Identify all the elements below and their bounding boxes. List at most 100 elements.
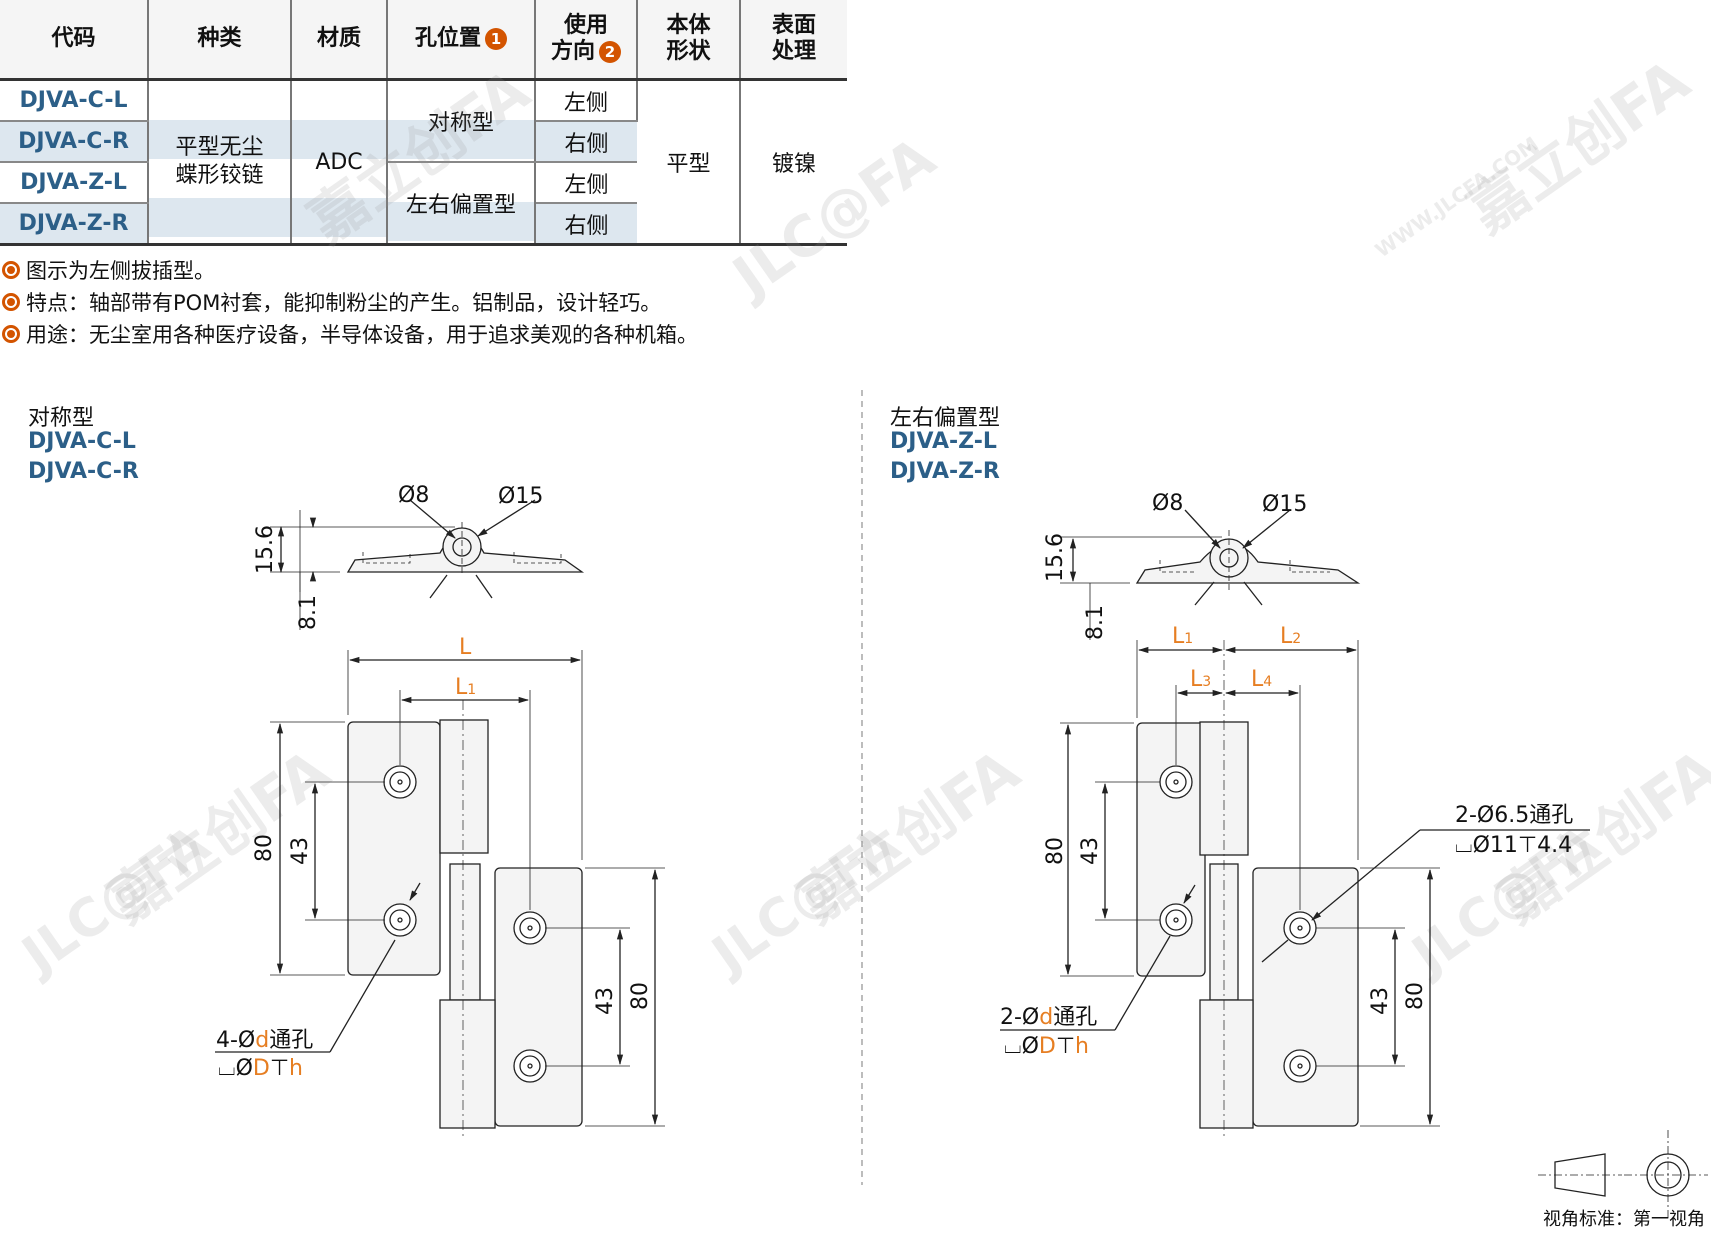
dim-L3: L3 xyxy=(1190,667,1211,692)
cell-material: ADC xyxy=(291,79,388,246)
dim-L2-sub: 2 xyxy=(1292,631,1301,647)
dim-L4: L4 xyxy=(1251,667,1272,692)
left-section-code1: DJVA-C-L xyxy=(28,429,136,454)
dim-L: L xyxy=(459,635,472,660)
dim-80-left-b: 80 xyxy=(628,982,653,1010)
badge-2: 2 xyxy=(599,41,621,63)
cb-left-h: h xyxy=(289,1056,303,1081)
dim-L2: L2 xyxy=(1280,624,1301,649)
note-item: 特点：轴部带有POM衬套，能抑制粉尘的产生。铝制品，设计轻巧。 xyxy=(2,288,661,316)
cb-right-sym: ⌴Ø xyxy=(1004,1034,1039,1059)
cb-left-D: D xyxy=(253,1056,270,1081)
hole-right-d: d xyxy=(1039,1005,1053,1030)
projection-symbol-icon xyxy=(1538,1130,1708,1220)
bullet-icon xyxy=(2,325,20,343)
header-surface-l1: 表面 xyxy=(771,13,816,38)
note-item: 用途：无尘室用各种医疗设备，半导体设备，用于追求美观的各种机箱。 xyxy=(2,320,698,348)
note-text: 特点：轴部带有POM衬套，能抑制粉尘的产生。铝制品，设计轻巧。 xyxy=(26,291,662,315)
cb-right-h: h xyxy=(1075,1034,1089,1059)
left-section-title: 对称型 xyxy=(28,406,95,431)
dim-L2-main: L xyxy=(1280,624,1293,649)
cell-code: DJVA-C-R xyxy=(0,121,149,163)
cell-code: DJVA-Z-R xyxy=(0,203,149,246)
header-body-l2: 形状 xyxy=(666,39,711,64)
counterbore-right: ⌴ØD⊤h xyxy=(1004,1034,1089,1059)
table-row: DJVA-C-R 右侧 xyxy=(0,121,847,163)
hole-callout-right: 2-Ød通孔 xyxy=(1000,1005,1097,1030)
dim-L4-main: L xyxy=(1251,667,1264,692)
cell-body-shape: 平型 xyxy=(637,79,741,246)
header-direction-l1: 使用 xyxy=(563,13,608,38)
dim-L4-sub: 4 xyxy=(1263,674,1272,690)
right-section-code2: DJVA-Z-R xyxy=(890,459,1000,484)
fixed-counterbore-callout: ⌴Ø11⊤4.4 xyxy=(1455,833,1572,858)
table-row: DJVA-Z-L 左右偏置型 左侧 xyxy=(0,162,847,246)
dim-80-left-a: 80 xyxy=(252,834,277,862)
cell-code: DJVA-C-L xyxy=(0,79,149,122)
dim-L1-left-sub: 1 xyxy=(467,682,476,698)
right-section-title: 左右偏置型 xyxy=(890,406,1001,431)
header-material: 材质 xyxy=(291,0,388,81)
right-top-view xyxy=(1060,509,1361,640)
dim-dia8-left: Ø8 xyxy=(398,483,429,508)
hole-right-prefix: 2-Ø xyxy=(1000,1005,1039,1030)
dim-80-right-a: 80 xyxy=(1043,837,1068,865)
header-hole-position-text: 孔位置 xyxy=(414,26,481,51)
cell-direction: 左侧 xyxy=(535,162,637,204)
left-section-code2: DJVA-C-R xyxy=(28,459,139,484)
hole-callout-left: 4-Ød通孔 xyxy=(216,1028,313,1053)
dim-80-right-b: 80 xyxy=(1403,982,1428,1010)
header-body-l1: 本体 xyxy=(666,13,711,38)
hole-left-d: d xyxy=(255,1028,269,1053)
left-front-view xyxy=(215,650,665,1140)
dim-43-right-a: 43 xyxy=(1078,837,1103,865)
hole-right-suffix: 通孔 xyxy=(1053,1005,1097,1030)
cell-direction: 左侧 xyxy=(535,79,638,122)
cell-direction: 右侧 xyxy=(535,203,637,246)
bullet-icon xyxy=(2,293,20,311)
dim-dia15-left: Ø15 xyxy=(498,484,543,509)
hole-left-suffix: 通孔 xyxy=(269,1028,313,1053)
dim-L1-left: L1 xyxy=(455,675,476,700)
note-item: 图示为左侧拔插型。 xyxy=(2,256,215,284)
counterbore-left: ⌴ØD⊤h xyxy=(218,1056,303,1081)
note-text: 用途：无尘室用各种医疗设备，半导体设备，用于追求美观的各种机箱。 xyxy=(26,323,698,347)
dim-L3-sub: 3 xyxy=(1202,674,1211,690)
cell-type: 平型无尘蝶形铰链 xyxy=(148,79,292,246)
header-code: 代码 xyxy=(0,0,149,81)
header-type: 种类 xyxy=(148,0,292,81)
dim-43-left-b: 43 xyxy=(593,987,618,1015)
header-surface-l2: 处理 xyxy=(771,39,816,64)
dim-L1-right-sub: 1 xyxy=(1184,631,1193,647)
cell-hole-symmetric: 对称型 xyxy=(387,79,536,163)
bullet-icon xyxy=(2,261,20,279)
left-top-view xyxy=(270,499,585,630)
note-text: 图示为左侧拔插型。 xyxy=(26,259,215,283)
right-front-view xyxy=(1000,640,1590,1140)
dim-L1-right-main: L xyxy=(1172,624,1185,649)
cell-direction: 右侧 xyxy=(535,121,637,163)
dim-h156-left: 15.6 xyxy=(253,525,278,574)
header-direction-l2: 方向 xyxy=(550,39,595,64)
dim-h156-right: 15.6 xyxy=(1043,533,1068,582)
cell-hole-offset: 左右偏置型 xyxy=(387,162,536,246)
cb-left-sym: ⌴Ø xyxy=(218,1056,253,1081)
cb-right-D: D xyxy=(1039,1034,1056,1059)
dim-h81-right: 8.1 xyxy=(1083,605,1108,640)
hole-symmetric-text: 对称型 xyxy=(427,111,494,136)
type-line2: 蝶形铰链 xyxy=(175,163,264,188)
projection-label: 视角标准：第一视角 xyxy=(1543,1209,1705,1230)
dim-L3-main: L xyxy=(1190,667,1203,692)
header-surface: 表面处理 xyxy=(740,0,847,81)
dim-L1-right: L1 xyxy=(1172,624,1193,649)
fixed-hole-callout: 2-Ø6.5通孔 xyxy=(1455,803,1573,828)
dim-dia8-right: Ø8 xyxy=(1152,491,1183,516)
cb-left-depth: ⊤ xyxy=(270,1056,289,1081)
cell-surface: 镀镍 xyxy=(740,79,847,246)
table-row: DJVA-C-L 平型无尘蝶形铰链 ADC 对称型 左侧 平型 镀镍 xyxy=(0,79,847,246)
header-body: 本体形状 xyxy=(637,0,741,81)
